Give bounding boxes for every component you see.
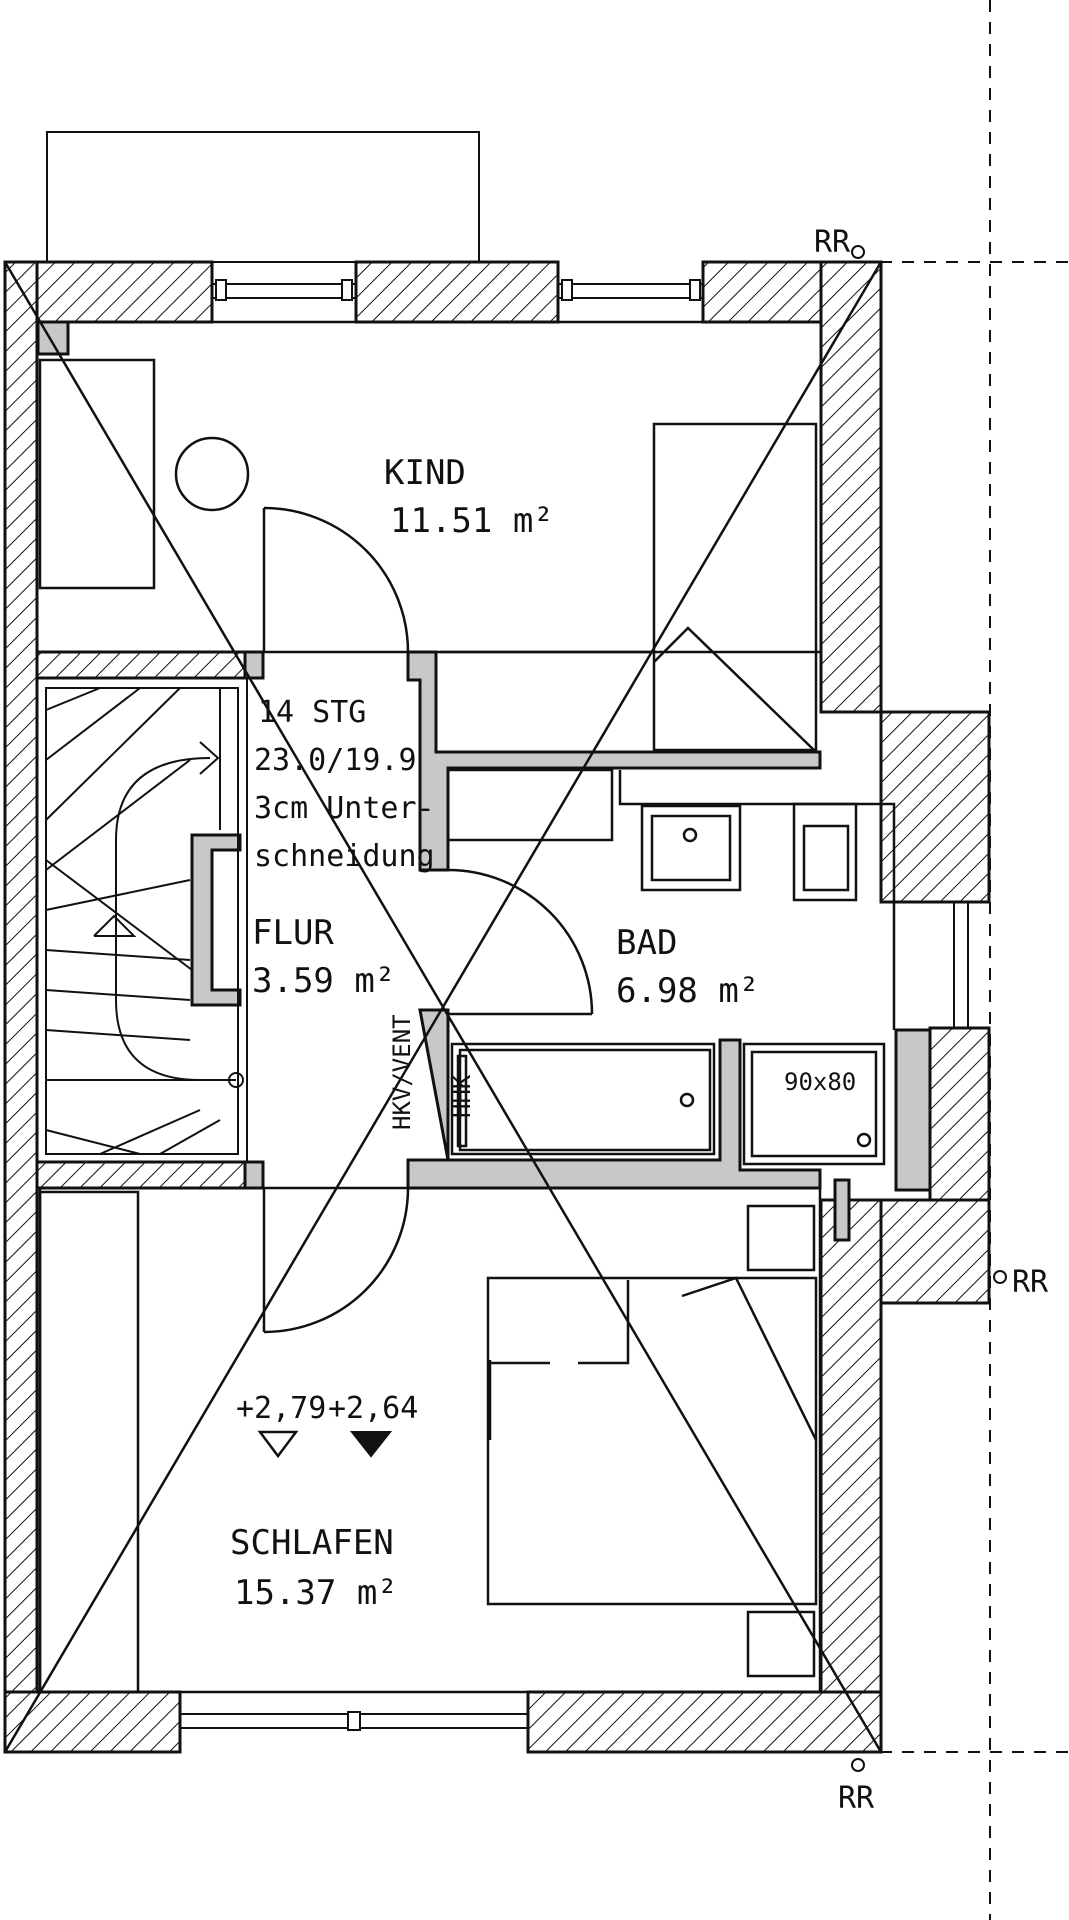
room-bad-area: 6.98 m² [616,971,759,1011]
rr-right-marker-icon [993,1270,1007,1284]
rr-bottom-label: RR [838,1781,875,1816]
room-kind: KIND 11.51 m² [384,453,554,541]
rr-top-marker-icon [851,245,865,259]
rr-top-label: RR [814,225,851,260]
staircase [36,677,248,1163]
dashed-grid-lines [880,0,1069,1920]
room-kind-name: KIND [384,453,466,493]
exterior-walls [3,260,991,1754]
level-open-triangle-icon [257,1430,299,1459]
interior-walls [36,320,932,1242]
shaft-hkv-vent-label: HKV/VENT [388,1014,416,1130]
room-flur: FLUR 3.59 m² [252,913,395,1001]
rr-bottom-marker-icon [851,1758,865,1772]
room-outlines [35,320,896,1694]
room-kind-area: 11.51 m² [390,501,554,541]
room-flur-area: 3.59 m² [252,961,395,1001]
room-schlafen-area: 15.37 m² [234,1573,398,1613]
room-bad: BAD 6.98 m² [616,923,759,1011]
room-flur-name: FLUR [252,913,334,953]
level-lower-label: +2,64 [328,1391,418,1426]
door-swings [262,506,594,1334]
level-upper-label: +2,79 [236,1391,326,1426]
level-filled-triangle-icon [349,1431,393,1458]
shower-size-label: 90x80 [784,1068,856,1096]
rr-right-label: RR [1012,1265,1049,1300]
roof-lines [3,261,883,1753]
room-bad-name: BAD [616,923,677,963]
shaft-hhk-label: HHK [448,1074,476,1118]
room-schlafen: SCHLAFEN 15.37 m² [230,1523,398,1613]
stair-note-line2: 23.0/19.9 [254,743,417,778]
stair-note: 14 STG 23.0/19.9 3cm Unter- schneidung [254,695,435,874]
windows [179,279,969,1731]
stair-note-line3: 3cm Unter- [254,791,435,826]
balcony-outline [46,131,480,263]
stair-note-line4: schneidung [254,839,435,874]
stair-note-line1: 14 STG [258,695,366,730]
room-schlafen-name: SCHLAFEN [230,1523,394,1563]
